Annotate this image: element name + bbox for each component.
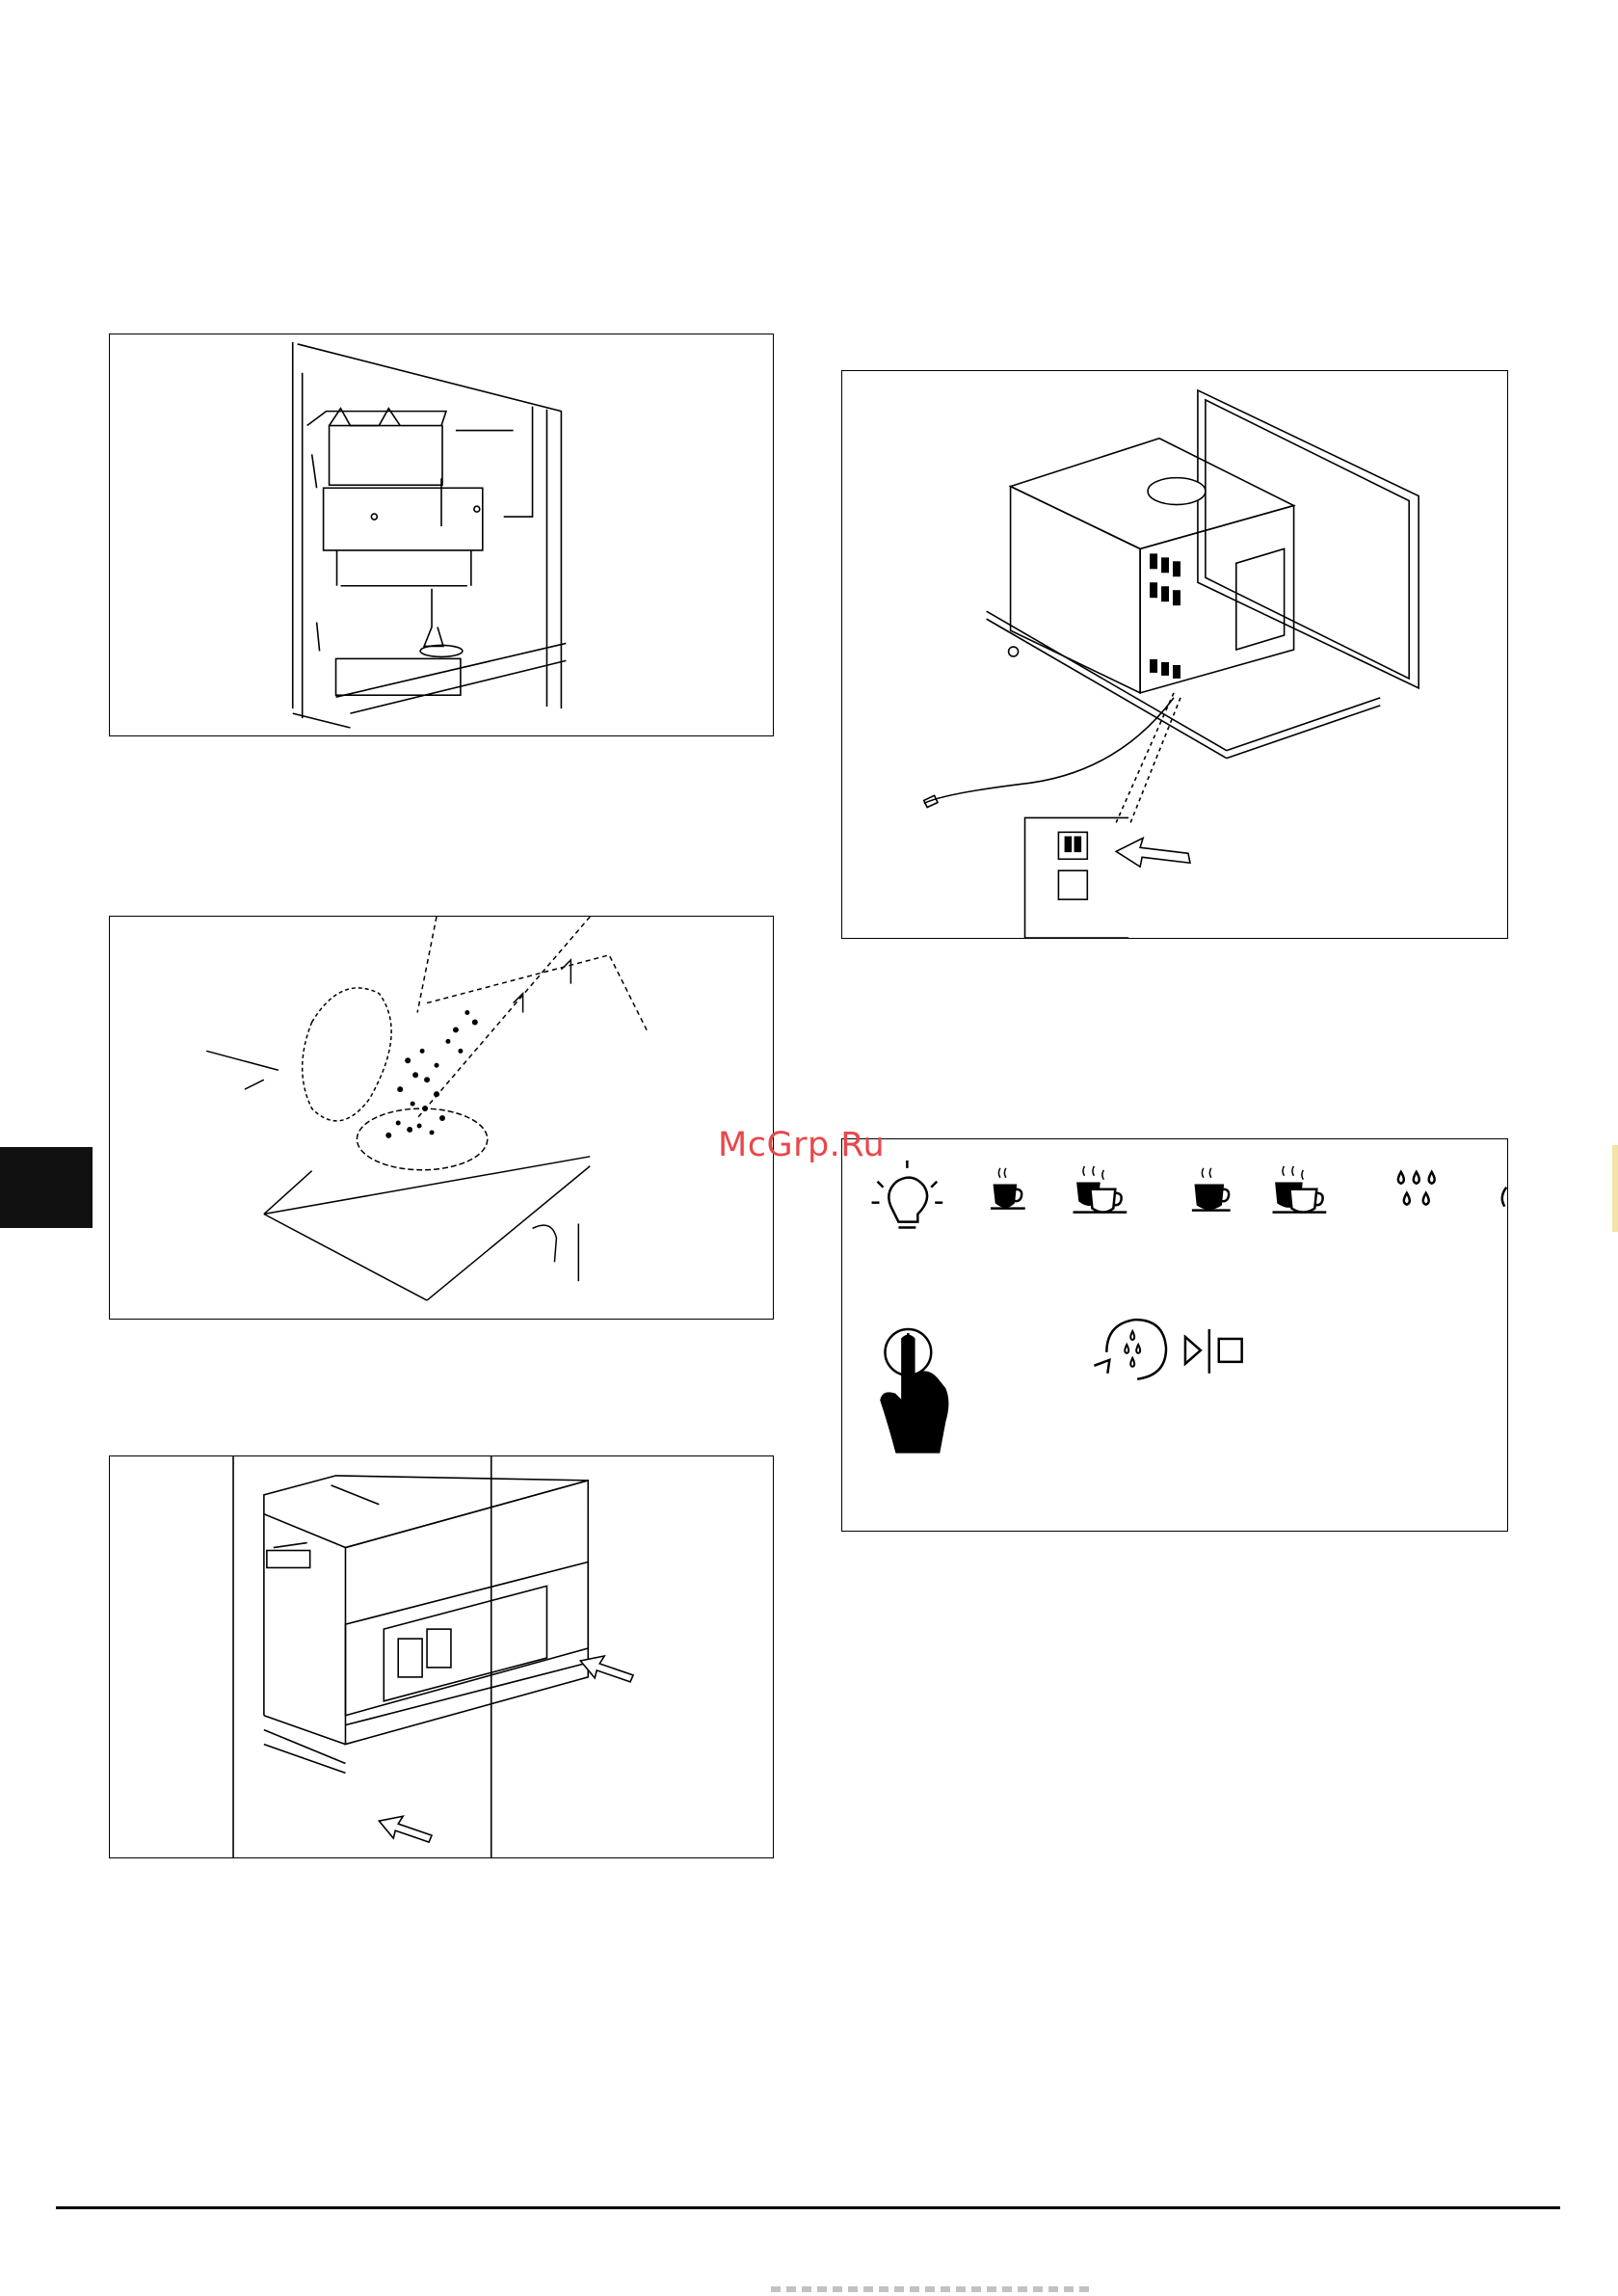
start-stop-icon [1185, 1329, 1242, 1374]
figure-power-connection [841, 370, 1508, 939]
edge-marker [1612, 1145, 1618, 1232]
bean-container-drawing [110, 917, 773, 1319]
hot-water-icon [1398, 1172, 1435, 1205]
machine-interior-drawing [110, 334, 773, 735]
section-tab [0, 1147, 93, 1228]
power-button-icon [882, 1329, 948, 1452]
figure-machine-interior [109, 334, 774, 736]
coffee-cup-icon [1192, 1168, 1231, 1211]
espresso-cup-icon [991, 1168, 1025, 1209]
rinse-icon [1094, 1320, 1166, 1379]
bottom-rule [56, 2206, 1560, 2209]
power-connection-drawing [842, 371, 1507, 938]
control-panel-drawing [842, 1139, 1507, 1531]
footer-text-fragment [771, 2286, 1089, 2292]
watermark: McGrp.Ru [718, 1126, 885, 1164]
double-espresso-icon [1074, 1166, 1127, 1213]
partial-icon [1502, 1188, 1507, 1207]
push-into-niche-drawing [110, 1456, 773, 1857]
figure-push-into-niche [109, 1455, 774, 1858]
figure-bean-container [109, 916, 774, 1320]
light-icon [872, 1161, 943, 1228]
figure-control-panel [841, 1138, 1508, 1532]
double-coffee-icon [1273, 1166, 1327, 1213]
